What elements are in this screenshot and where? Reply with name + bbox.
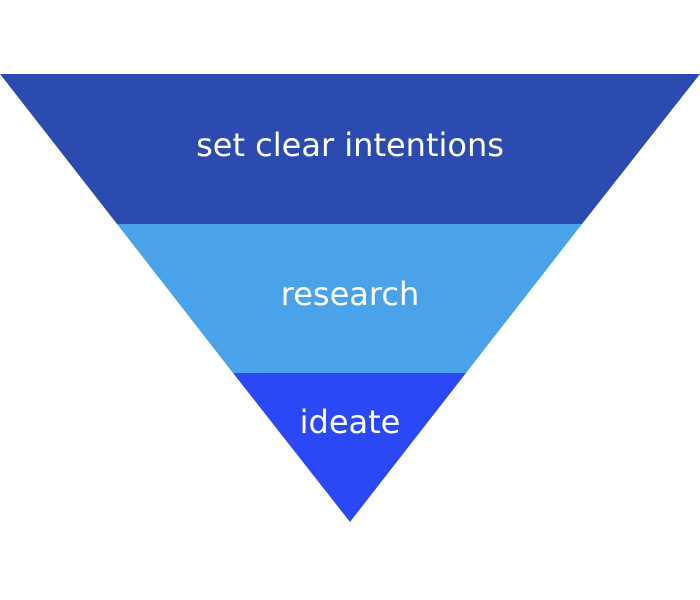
stage-band-research [117,224,582,373]
stage-label-ideate: ideate [300,403,401,441]
stage-band-set-clear-intentions [0,74,700,224]
stage-label-research: research [281,275,419,313]
stage-label-set-clear-intentions: set clear intentions [196,126,504,164]
stage-band-ideate [233,373,466,522]
